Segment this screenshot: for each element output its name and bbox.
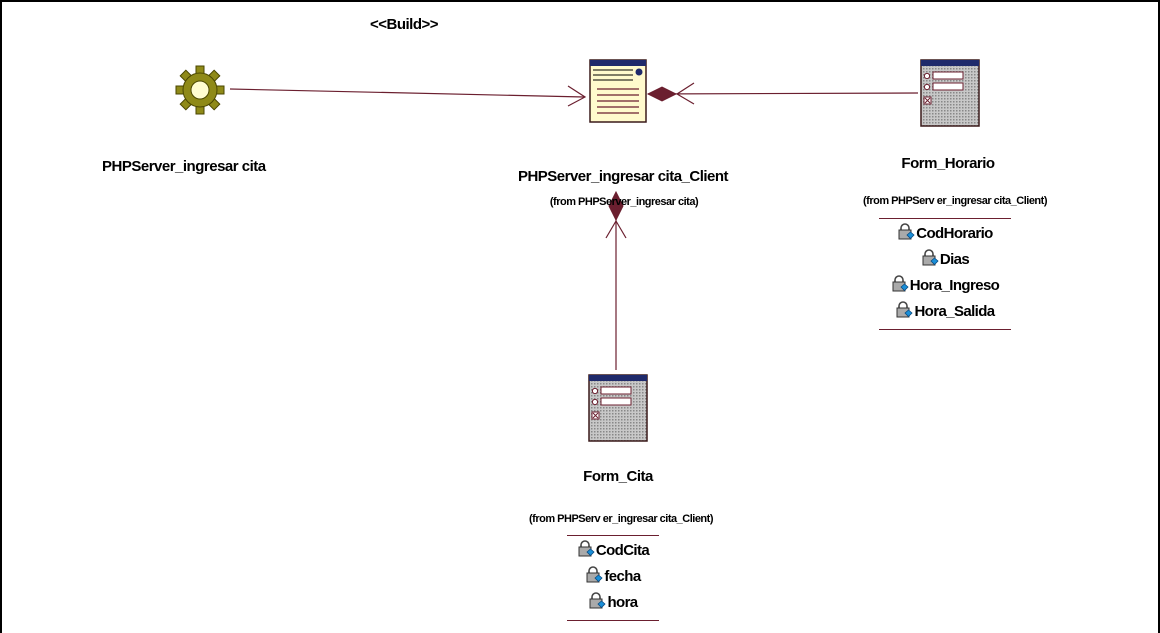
- form-cita-attributes: CodCita fecha hora: [563, 535, 663, 621]
- stereotype-label: <<Build>>: [370, 16, 439, 33]
- private-attribute-lock-icon: [578, 540, 595, 557]
- private-attribute-lock-icon: [898, 223, 915, 240]
- server-gear-icon[interactable]: [174, 64, 226, 116]
- horario-aggregation-diamond: [646, 86, 678, 102]
- form-cita-icon[interactable]: [588, 374, 648, 442]
- client-page-icon[interactable]: [589, 59, 647, 123]
- private-attribute-lock-icon: [892, 275, 909, 292]
- attribute-item[interactable]: hora: [563, 590, 663, 616]
- form-horario-attributes: CodHorario Dias Hora_Ingreso Hora_Salida: [875, 218, 1015, 330]
- attribute-item[interactable]: fecha: [563, 564, 663, 590]
- attribute-item[interactable]: Hora_Salida: [875, 299, 1015, 325]
- attributes-bottom-divider: [879, 329, 1011, 330]
- build-dependency-arrowhead: [567, 85, 587, 107]
- client-name: PHPServer_ingresar cita_Client: [517, 168, 729, 185]
- attribute-item[interactable]: Hora_Ingreso: [875, 273, 1015, 299]
- form-cita-from: (from PHPServ er_ingresar cita_Client): [529, 513, 713, 525]
- private-attribute-lock-icon: [586, 566, 603, 583]
- form-cita-name: Form_Cita: [583, 468, 653, 485]
- cita-aggregation-arrowhead: [605, 219, 627, 239]
- form-horario-from: (from PHPServ er_ingresar cita_Client): [863, 195, 1047, 207]
- attribute-item[interactable]: Dias: [875, 247, 1015, 273]
- attributes-top-divider: [879, 218, 1011, 219]
- private-attribute-lock-icon: [922, 249, 939, 266]
- server-name: PHPServer_ingresar cita: [102, 158, 266, 175]
- build-dependency-line: [229, 88, 585, 98]
- attributes-top-divider: [567, 535, 659, 536]
- attribute-item[interactable]: CodCita: [563, 538, 663, 564]
- client-from: (from PHPServer_ingresar cita): [549, 196, 699, 208]
- horario-aggregation-line: [647, 92, 919, 95]
- form-horario-name: Form_Horario: [901, 155, 995, 172]
- private-attribute-lock-icon: [589, 592, 607, 609]
- private-attribute-lock-icon: [896, 301, 914, 318]
- attribute-item[interactable]: CodHorario: [875, 221, 1015, 247]
- attributes-bottom-divider: [567, 620, 659, 621]
- form-horario-icon[interactable]: [920, 59, 980, 127]
- horario-aggregation-arrowhead: [675, 82, 695, 105]
